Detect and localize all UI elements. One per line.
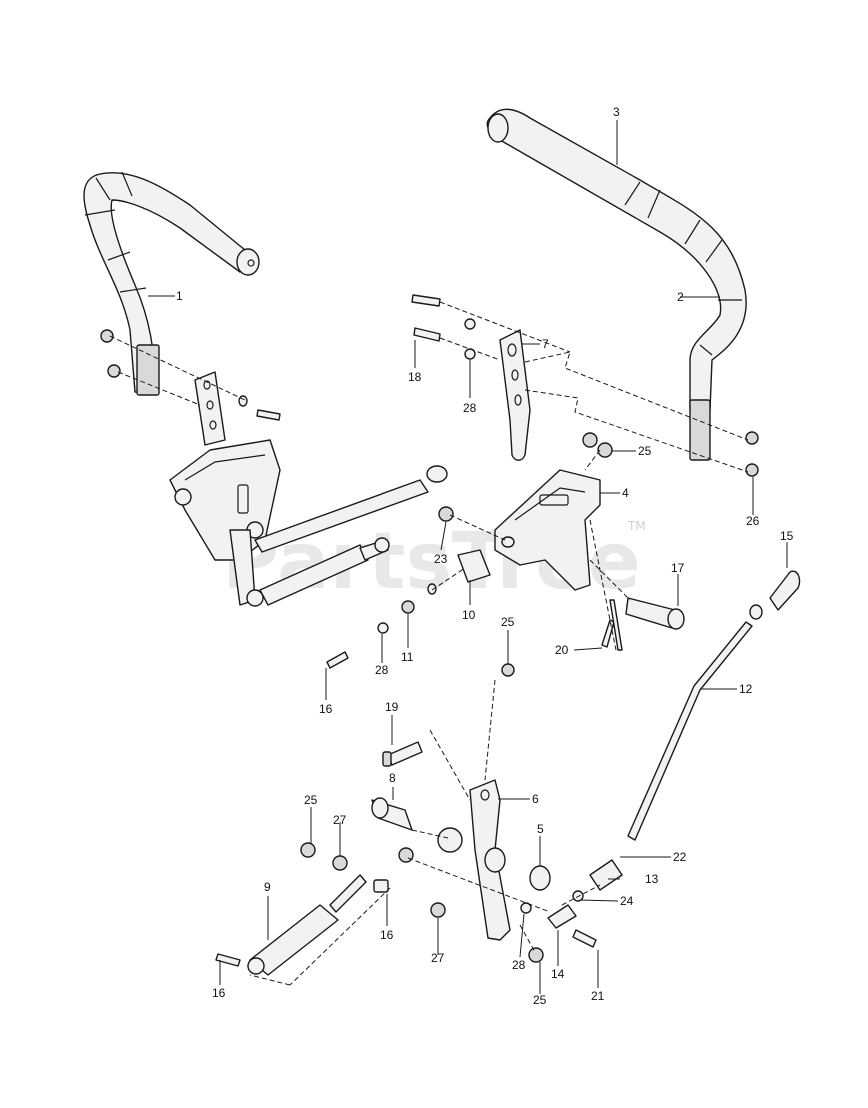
callout-25-c: 25 (304, 793, 318, 807)
watermark-trademark: TM (627, 519, 646, 533)
callout-1: 1 (176, 289, 183, 303)
callout-28-b: 28 (375, 663, 389, 677)
bracket-4 (494, 469, 601, 591)
left-damper (259, 544, 369, 606)
callout-4: 4 (622, 486, 629, 500)
callout-18: 18 (408, 370, 422, 384)
callout-2: 2 (677, 290, 684, 304)
callout-11: 11 (401, 650, 414, 664)
bracket-7 (499, 329, 531, 461)
callout-10: 10 (462, 608, 476, 622)
callout-5: 5 (537, 822, 544, 836)
rod-end-13 (589, 859, 623, 891)
callout-19: 19 (385, 700, 399, 714)
callout-12: 12 (739, 682, 753, 696)
clip-10 (457, 549, 491, 583)
callout-21: 21 (591, 989, 605, 1003)
callout-16-b: 16 (380, 928, 394, 942)
link-rod-12 (627, 621, 753, 841)
bolt-19 (387, 741, 423, 766)
callout-22: 22 (673, 850, 687, 864)
rod-end-15 (769, 570, 801, 611)
callout-27-a: 27 (333, 813, 347, 827)
callout-25-a: 25 (638, 444, 652, 458)
right-control-handle (486, 108, 747, 461)
spacer-5 (529, 865, 551, 891)
callout-20: 20 (555, 643, 569, 657)
callout-28-c: 28 (512, 958, 526, 972)
callout-24: 24 (620, 894, 634, 908)
callout-3: 3 (613, 105, 620, 119)
callout-8: 8 (389, 771, 396, 785)
assembly-lines (109, 301, 749, 986)
callout-28-a: 28 (463, 401, 477, 415)
callout-15: 15 (780, 529, 794, 543)
left-control-handle (83, 171, 260, 396)
callout-25-d: 25 (533, 993, 547, 1007)
callout-9: 9 (264, 880, 271, 894)
callout-26: 26 (746, 514, 760, 528)
callout-16-a: 16 (319, 702, 333, 716)
callout-labels: 1 2 3 4 5 6 7 8 9 10 11 12 13 14 15 16 1… (176, 105, 794, 1007)
hardware (100, 294, 759, 967)
pin-17 (625, 597, 676, 629)
callout-17: 17 (671, 561, 685, 575)
callout-6: 6 (532, 792, 539, 806)
callout-16-c: 16 (212, 986, 226, 1000)
left-lever-assembly (169, 371, 281, 607)
leader-lines (148, 120, 788, 994)
callout-14: 14 (551, 967, 565, 981)
upper-link-rod (254, 479, 429, 553)
callout-13: 13 (645, 872, 659, 886)
callout-7: 7 (542, 337, 549, 351)
callout-25-b: 25 (501, 615, 515, 629)
callout-23: 23 (434, 552, 448, 566)
callout-27-b: 27 (431, 951, 445, 965)
